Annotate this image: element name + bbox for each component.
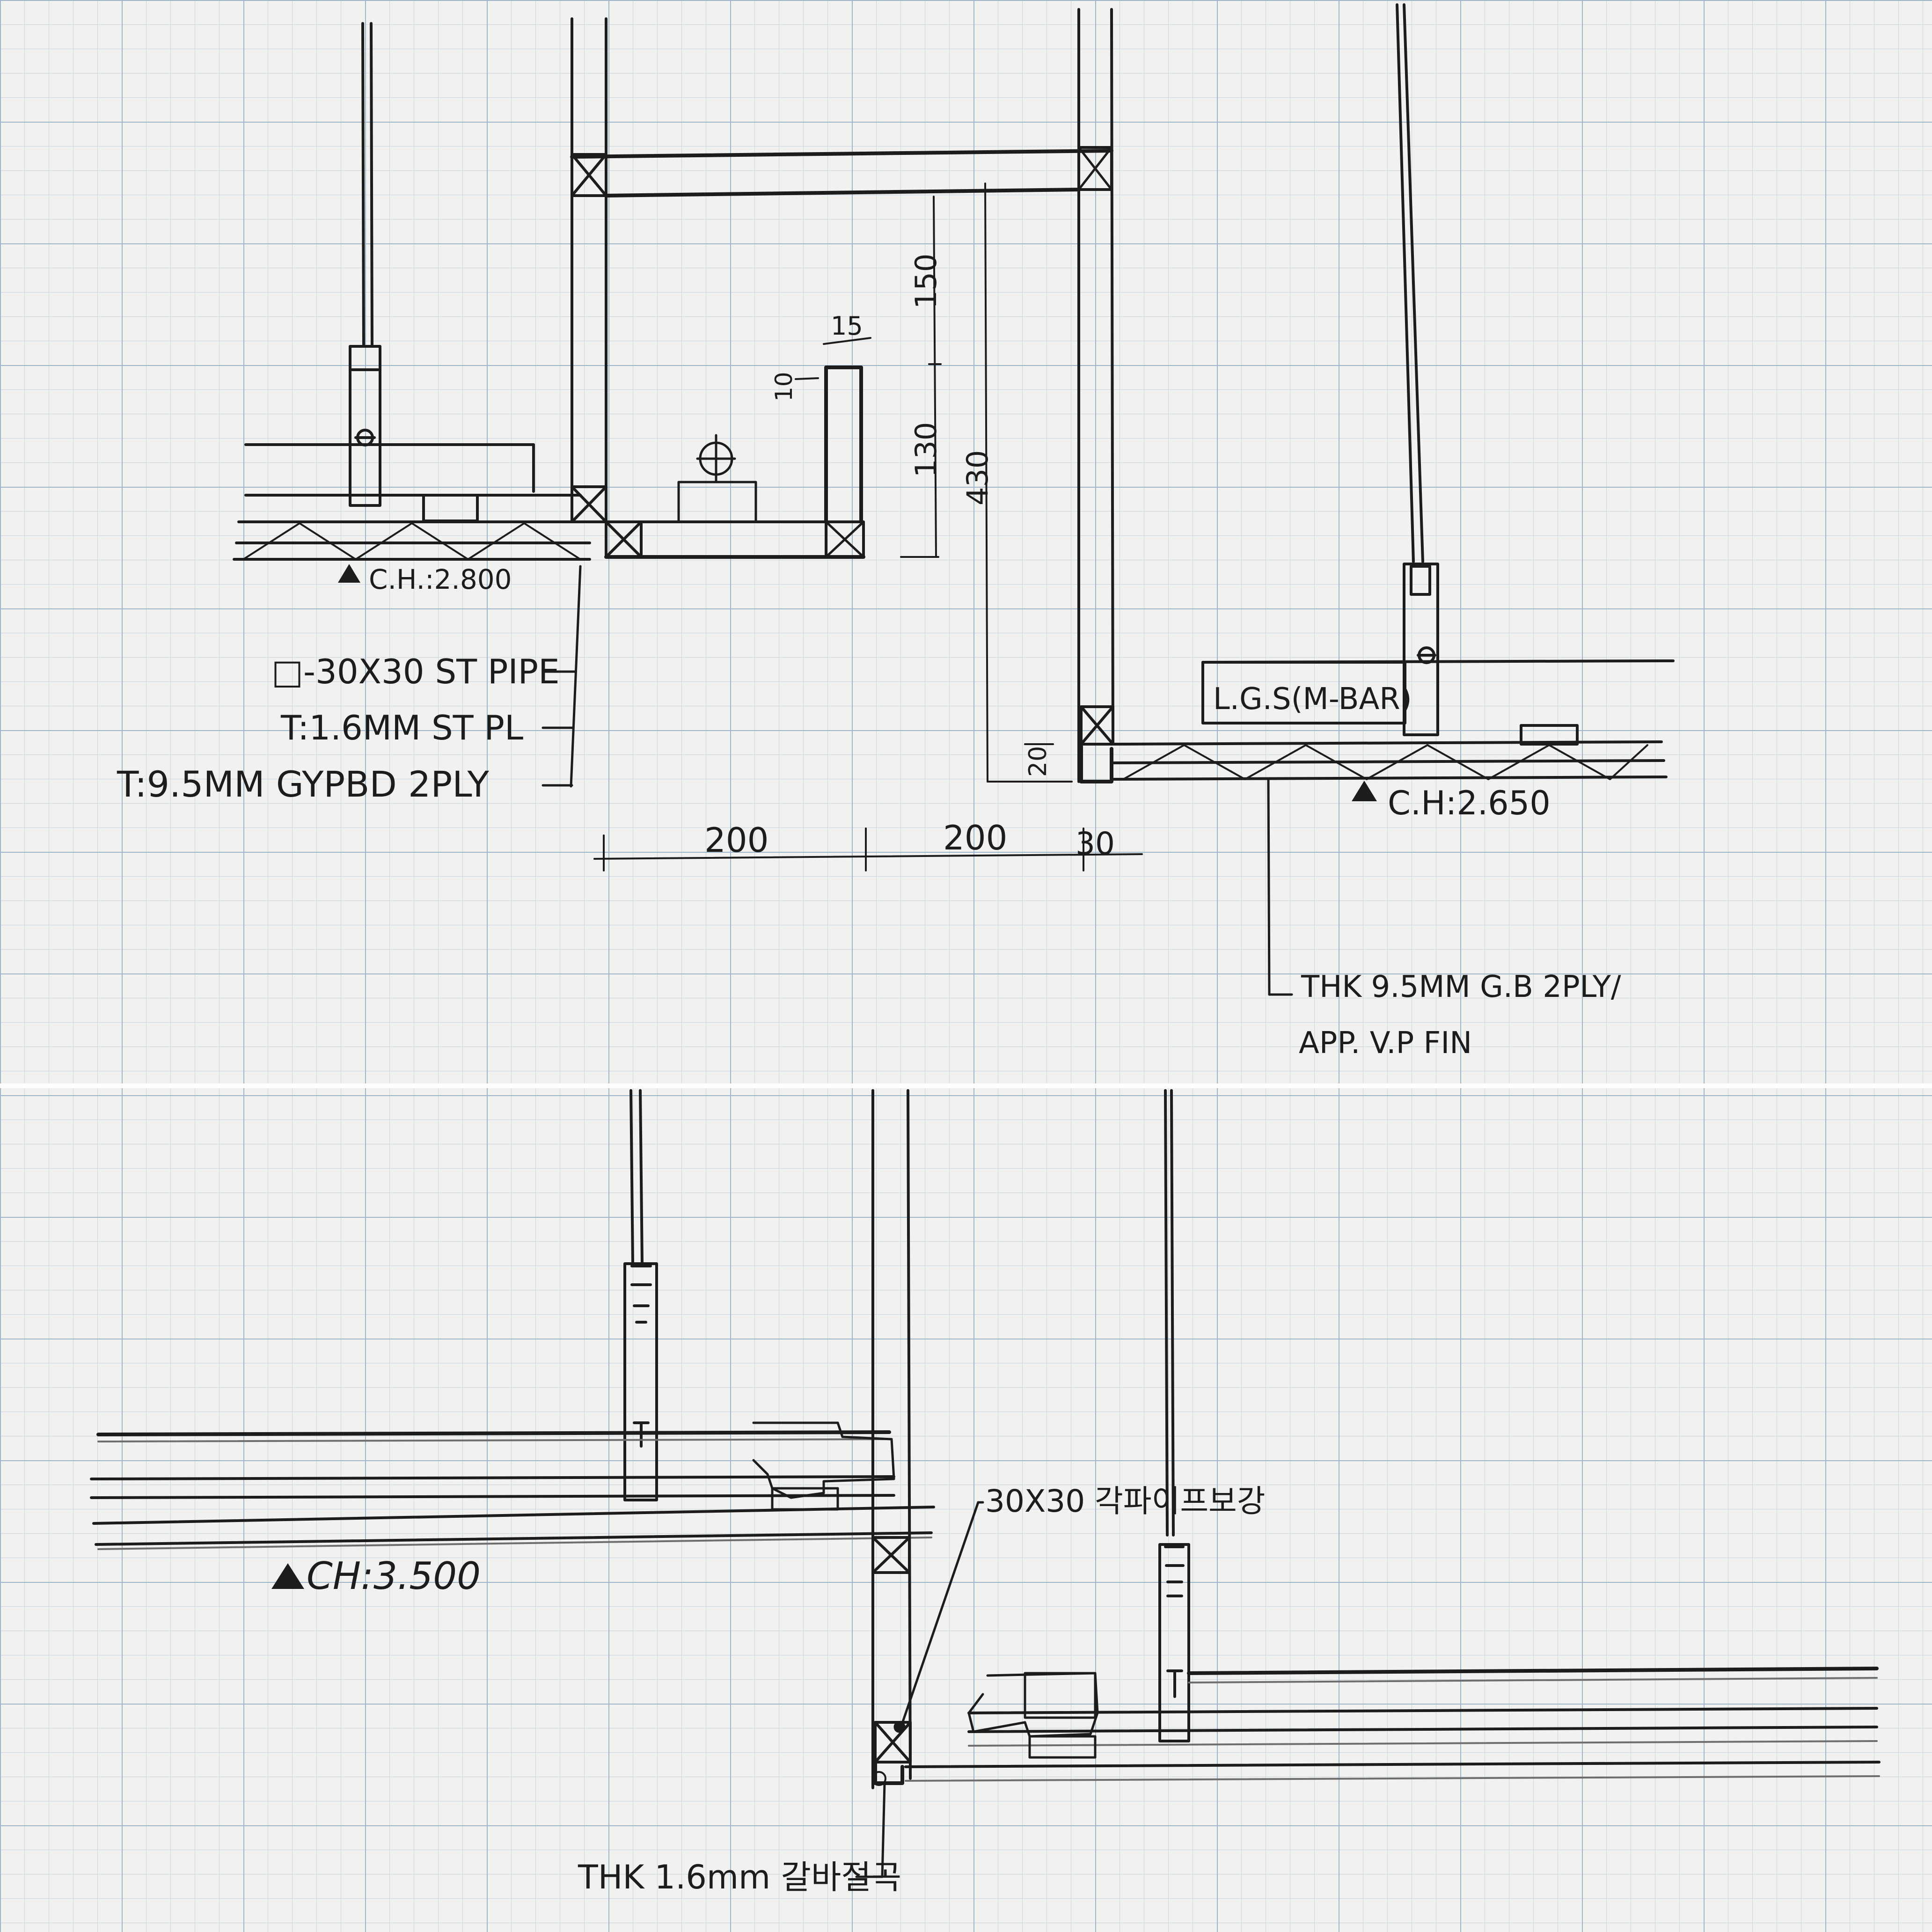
callout-gypsum-board: T:9.5MM GYPBD 2PLY bbox=[117, 763, 489, 805]
callout-st-pipe: □-30X30 ST PIPE bbox=[271, 652, 560, 691]
dim-30: 30 bbox=[1076, 826, 1115, 862]
callout-st-plate: T:1.6MM ST PL bbox=[280, 708, 523, 747]
finish-note-line-1: THK 9.5MM G.B 2PLY/ bbox=[1301, 970, 1621, 1004]
dim-430: 430 bbox=[960, 450, 995, 505]
dim-130: 130 bbox=[909, 422, 943, 477]
top-detail-section bbox=[233, 3, 1675, 996]
left-wall-column bbox=[571, 17, 643, 558]
bottom-callout-leaders bbox=[855, 1501, 984, 1878]
light-fixture bbox=[677, 434, 757, 523]
dim-200-right: 200 bbox=[943, 818, 1007, 857]
bottom-right-ceiling-build-up bbox=[904, 1667, 1881, 1782]
right-ceiling-build-up bbox=[1112, 659, 1675, 781]
bottom-annotations: CH:3.500 30X30 각파이프보강 THK 1.6mm 갈바절곡 bbox=[307, 1483, 1265, 1896]
left-ceiling-build-up bbox=[233, 443, 591, 561]
callout-galvanized-angle: THK 1.6mm 갈바절곡 bbox=[578, 1858, 901, 1896]
bottom-right-hanger bbox=[1158, 1089, 1190, 1742]
ceiling-height-bottom: CH:3.500 bbox=[307, 1554, 481, 1598]
ceiling-height-right: C.H:2.650 bbox=[1388, 784, 1551, 822]
dim-20: 20 bbox=[1024, 746, 1052, 777]
ceiling-height-marker-left bbox=[338, 564, 360, 583]
ceiling-height-marker-bottom bbox=[271, 1563, 304, 1589]
ceiling-height-left: C.H.:2.800 bbox=[369, 564, 512, 595]
dim-15: 15 bbox=[831, 311, 863, 341]
right-hanger bbox=[1396, 3, 1439, 736]
dim-10: 10 bbox=[770, 372, 798, 402]
bottom-left-ceiling-build-up bbox=[90, 1421, 935, 1550]
top-annotations: 15 10 150 130 430 20 200 200 30 C.H.:2.8… bbox=[117, 254, 1621, 1061]
bottom-left-hanger bbox=[623, 1089, 658, 1501]
bottom-wall-column bbox=[871, 1089, 912, 1789]
dim-150: 150 bbox=[909, 254, 943, 309]
callout-leaders bbox=[542, 565, 1293, 996]
dim-200-left: 200 bbox=[704, 820, 768, 860]
ceiling-height-marker-right bbox=[1352, 781, 1377, 801]
callout-square-pipe-reinforcement: 30X30 각파이프보강 bbox=[985, 1483, 1265, 1519]
right-wall-column bbox=[1077, 8, 1114, 783]
bottom-detail-section bbox=[90, 1089, 1881, 1878]
dimension-lines bbox=[593, 183, 1143, 871]
label-lgs-m-bar: L.G.S(M-BAR) bbox=[1213, 682, 1412, 717]
finish-note-line-2: APP. V.P FIN bbox=[1299, 1026, 1472, 1061]
